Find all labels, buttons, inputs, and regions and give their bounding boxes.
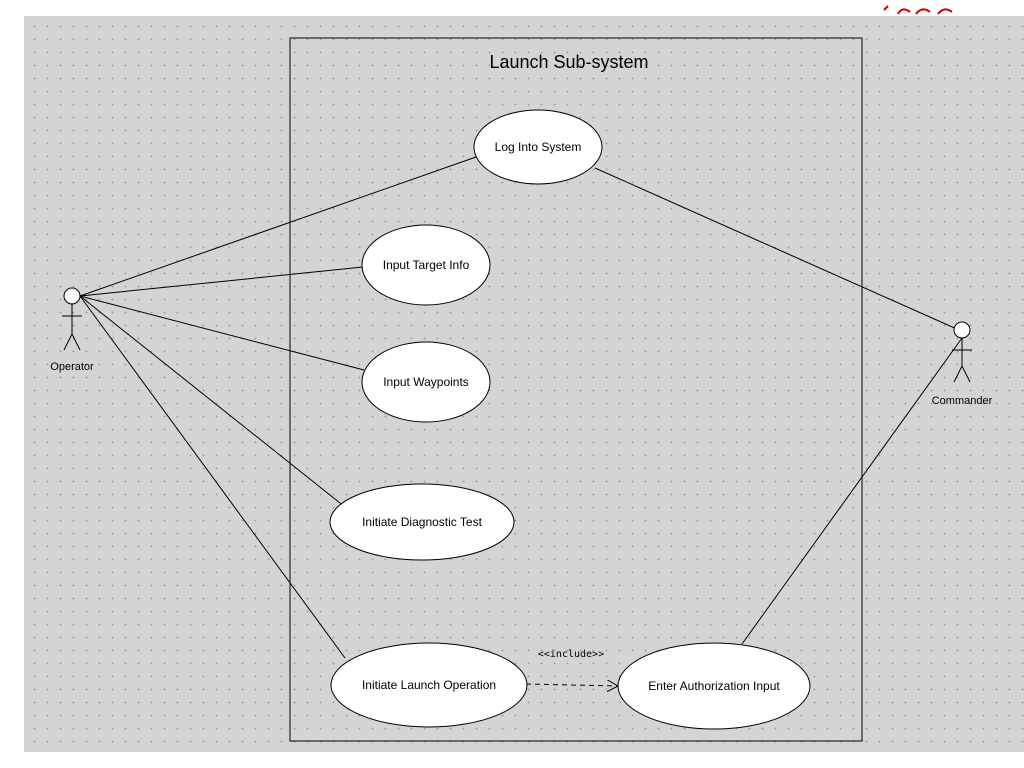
- corner-mark-fragment: [883, 5, 953, 15]
- association-operator-initiate-launch-operation[interactable]: [79, 295, 346, 659]
- association-operator-input-waypoints[interactable]: [79, 295, 365, 371]
- use-case-enter-authorization-input[interactable]: Enter Authorization Input: [617, 642, 811, 730]
- use-case-label: Input Target Info: [383, 258, 470, 272]
- use-case-label: Input Waypoints: [383, 375, 469, 389]
- actor-operator[interactable]: [62, 287, 82, 351]
- system-boundary[interactable]: [289, 37, 863, 742]
- use-case-label: Initiate Launch Operation: [362, 678, 496, 692]
- use-case-input-target-info[interactable]: Input Target Info: [361, 224, 491, 306]
- operator-head-icon: [63, 287, 81, 305]
- actor-commander[interactable]: [952, 321, 972, 383]
- association-operator-input-target-info[interactable]: [79, 266, 364, 297]
- association-commander-log-into-system[interactable]: [594, 167, 960, 331]
- use-case-initiate-launch-operation[interactable]: Initiate Launch Operation: [330, 642, 528, 728]
- system-title: Launch Sub-system: [489, 52, 648, 72]
- include-arrow[interactable]: [525, 684, 618, 686]
- association-operator-initiate-diagnostic-test[interactable]: [79, 295, 346, 508]
- use-case-initiate-diagnostic-test[interactable]: Initiate Diagnostic Test: [329, 483, 515, 561]
- operator-label: Operator: [50, 361, 94, 373]
- association-commander-enter-authorization-input[interactable]: [741, 337, 963, 645]
- commander-label: Commander: [932, 395, 993, 407]
- association-operator-log-into-system[interactable]: [79, 156, 477, 297]
- use-case-input-waypoints[interactable]: Input Waypoints: [361, 341, 491, 423]
- use-case-label: Initiate Diagnostic Test: [362, 515, 483, 529]
- use-case-log-into-system[interactable]: Log Into System: [473, 109, 603, 185]
- include-stereotype: <<include>>: [538, 649, 604, 660]
- associations: [79, 156, 963, 659]
- commander-head-icon: [953, 321, 971, 339]
- use-case-label: Enter Authorization Input: [648, 679, 780, 693]
- use-case-label: Log Into System: [495, 140, 582, 154]
